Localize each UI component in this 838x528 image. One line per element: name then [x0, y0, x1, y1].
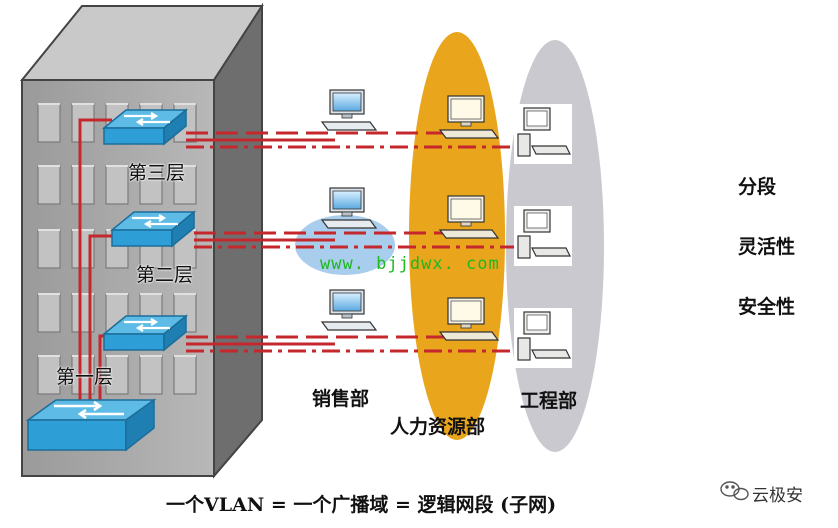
dept-label-engineering: 工程部: [520, 390, 578, 412]
office-building: [19, 2, 264, 479]
dept-label-hr: 人力资源部: [390, 416, 486, 438]
brand-name: 云极安: [752, 486, 803, 506]
wechat-icon: [720, 481, 749, 501]
caption: 一个VLAN = 一个广播域 = 逻辑网段 (子网): [166, 494, 557, 516]
property-security: 安全性: [738, 296, 796, 318]
engineering-pc-3: [513, 307, 573, 369]
core-switch: [25, 398, 157, 452]
property-segmentation: 分段: [738, 176, 777, 198]
engineering-pc-2: [513, 205, 573, 267]
vlan-links-floor1: [186, 335, 530, 353]
floor-label-first: 第一层: [56, 366, 114, 388]
sales-pc-3: [321, 289, 377, 331]
watermark: www. bjjdwx. com: [320, 254, 500, 274]
engineering-pc-1: [513, 103, 573, 165]
floor-label-second: 第二层: [136, 264, 194, 286]
dept-label-sales: 销售部: [312, 388, 370, 410]
sales-highlight: [295, 215, 395, 275]
floor-label-third: 第三层: [128, 162, 186, 184]
vlan-links-floor3: [186, 131, 530, 149]
sales-pc-2: [321, 187, 377, 229]
vlan-links-floor2: [194, 231, 530, 249]
sales-pc-1: [321, 89, 377, 131]
property-flexibility: 灵活性: [738, 236, 796, 258]
